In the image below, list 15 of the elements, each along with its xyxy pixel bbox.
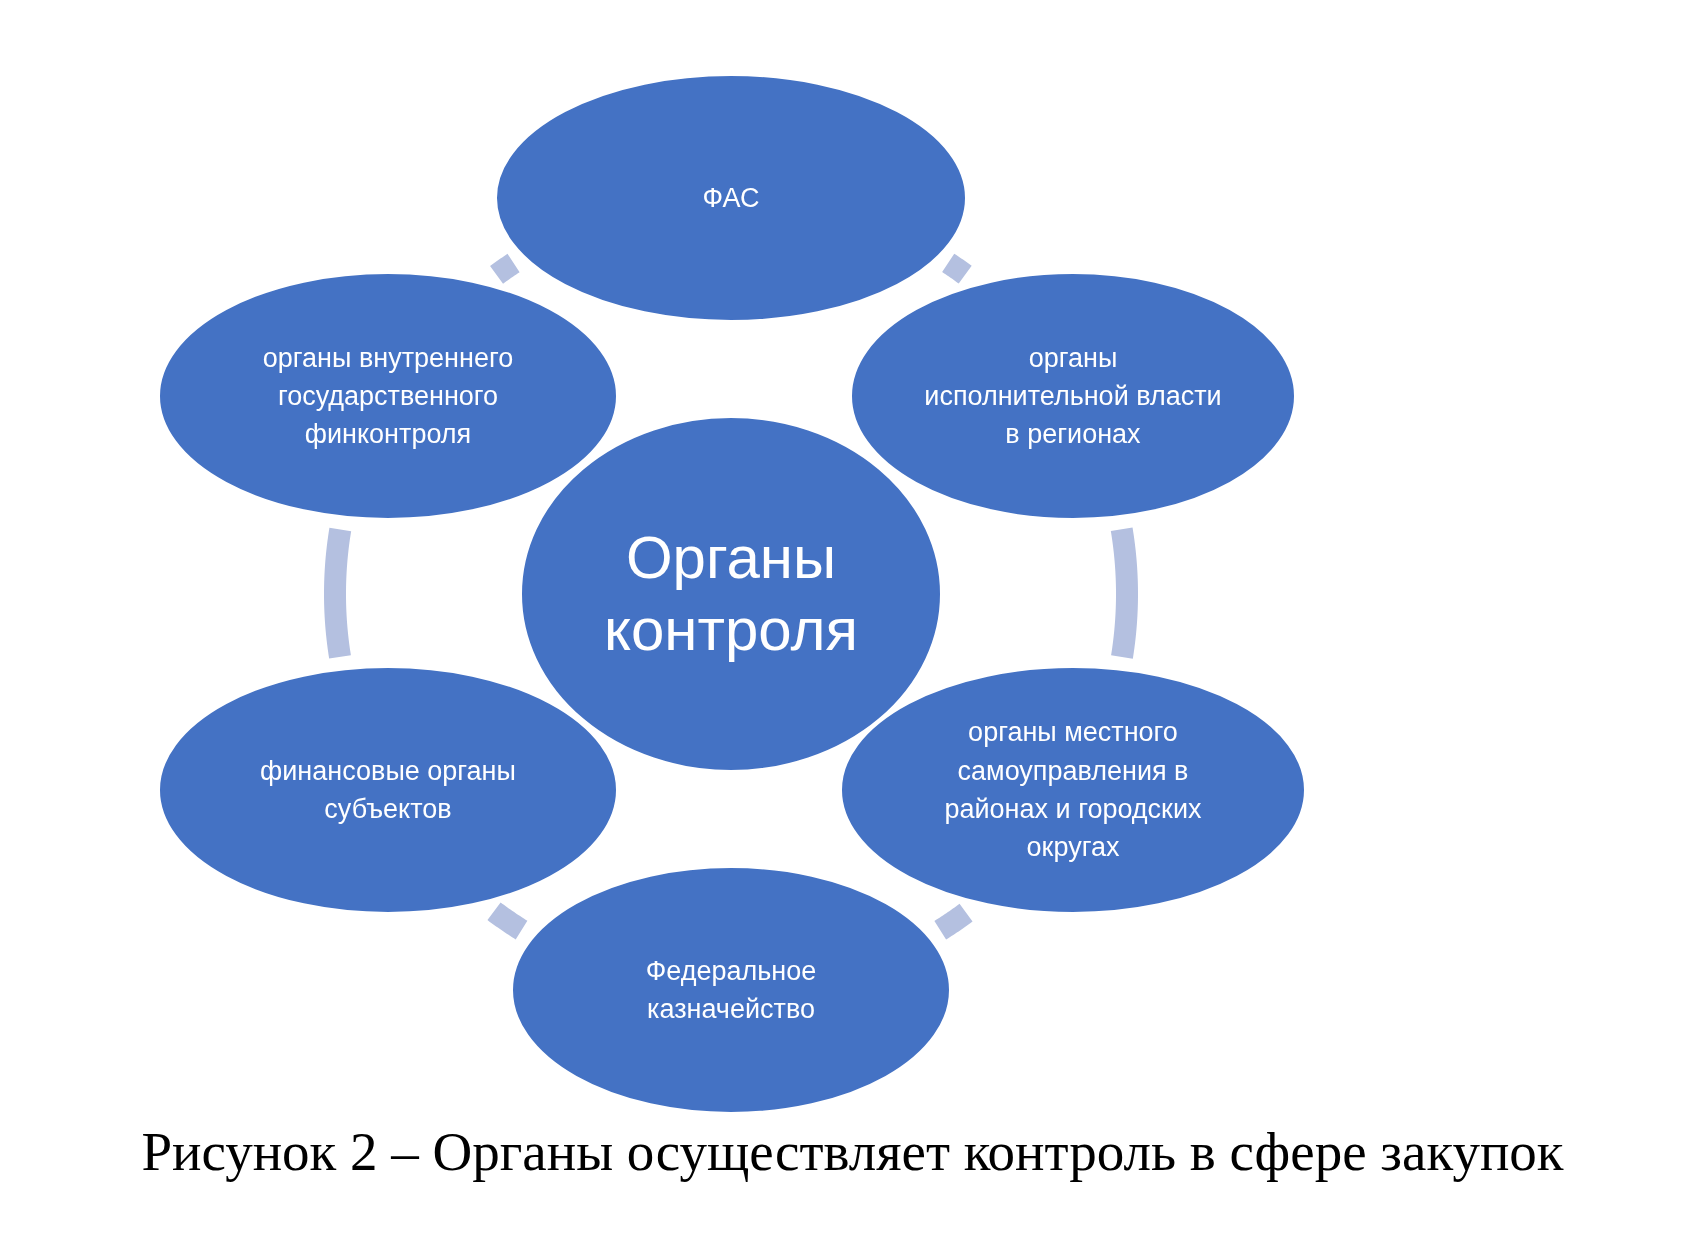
node-label: финансовые органы субъектов xyxy=(259,754,517,826)
center-title: Органы контроля xyxy=(603,523,859,665)
ellipse-node xyxy=(157,665,619,915)
ellipse-node xyxy=(849,271,1297,521)
node-label: органы исполнительной власти в регионах xyxy=(923,341,1223,452)
ellipse-node xyxy=(157,271,619,521)
center-circle xyxy=(519,415,943,773)
node-label: органы внутреннего государственного финконтроля xyxy=(261,341,515,452)
ellipse-node xyxy=(510,865,952,1115)
ellipse-node xyxy=(494,73,968,323)
figure-caption: Рисунок 2 – Органы осуществляет контроль в сфере закупок xyxy=(140,1120,1565,1183)
node-label: органы местного самоуправления в районах и городских округах xyxy=(943,716,1203,865)
ellipse-node xyxy=(839,665,1307,915)
node-label: Федеральное казначейство xyxy=(644,954,818,1026)
node-label: ФАС xyxy=(702,181,760,215)
